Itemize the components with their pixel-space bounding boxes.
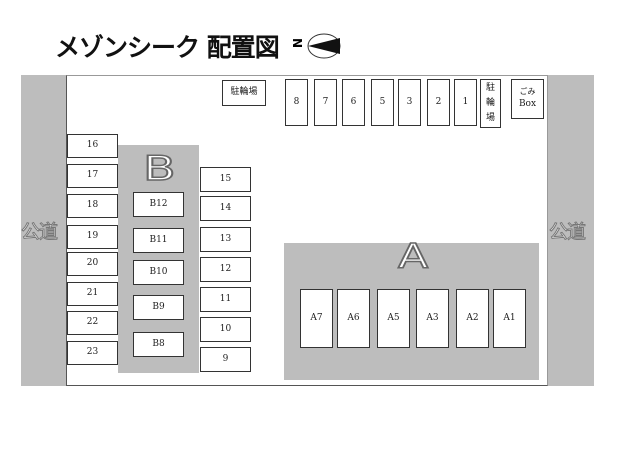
parking-slot: 13 [200,227,251,252]
parking-slot: 7 [314,79,337,126]
parking-slot: 21 [67,282,118,306]
public-road-left-label: 公道 [20,221,58,244]
parking-slot: 1 [454,79,477,126]
bike-parking-char: 輪 [485,97,495,108]
bike-parking-char: 駐 [485,82,495,93]
public-road-right-label: 公道 [548,221,586,244]
parking-slot: 9 [200,347,251,372]
zone-b-label: B [142,149,177,189]
parking-slot: 23 [67,341,118,365]
parking-slot: 12 [200,257,251,282]
zone-a-label: A [397,237,429,277]
parking-slot-b: B11 [133,228,184,253]
public-road-left [21,75,66,386]
parking-slot: 2 [427,79,450,126]
parking-slot: 16 [67,134,118,158]
parking-slot-a: A5 [377,289,410,348]
parking-slot: 11 [200,287,251,312]
bike-parking-top: 駐輪場 [222,80,266,106]
parking-slot-a: A2 [456,289,489,348]
trash-box: ごみ Box [511,79,544,119]
parking-slot: 15 [200,167,251,192]
bike-parking-side: 駐 輪 場 [480,79,501,128]
parking-slot-a: A7 [300,289,333,348]
page-title: メゾンシーク 配置図 [55,33,280,62]
parking-slot: 8 [285,79,308,126]
public-road-right [548,75,594,386]
site-boundary [66,75,548,386]
trash-label: Box [518,99,537,110]
parking-slot-b: B10 [133,260,184,285]
parking-slot: 20 [67,252,118,276]
parking-slot-b: B12 [133,192,184,217]
parking-slot: 18 [67,194,118,218]
parking-slot: 19 [67,225,118,249]
trash-label: ごみ [519,87,536,97]
compass-icon [307,33,341,59]
parking-slot-a: A6 [337,289,370,348]
parking-slot: 3 [398,79,421,126]
parking-slot: 6 [342,79,365,126]
parking-slot: 17 [67,164,118,188]
parking-slot: 22 [67,311,118,335]
parking-slot: 14 [200,196,251,221]
compass-north-label: N [290,37,305,49]
parking-slot-b: B8 [133,332,184,357]
parking-slot-a: A3 [416,289,449,348]
parking-slot: 5 [371,79,394,126]
bike-parking-char: 場 [485,113,495,124]
parking-slot-b: B9 [133,295,184,320]
parking-slot-a: A1 [493,289,526,348]
parking-slot: 10 [200,317,251,342]
